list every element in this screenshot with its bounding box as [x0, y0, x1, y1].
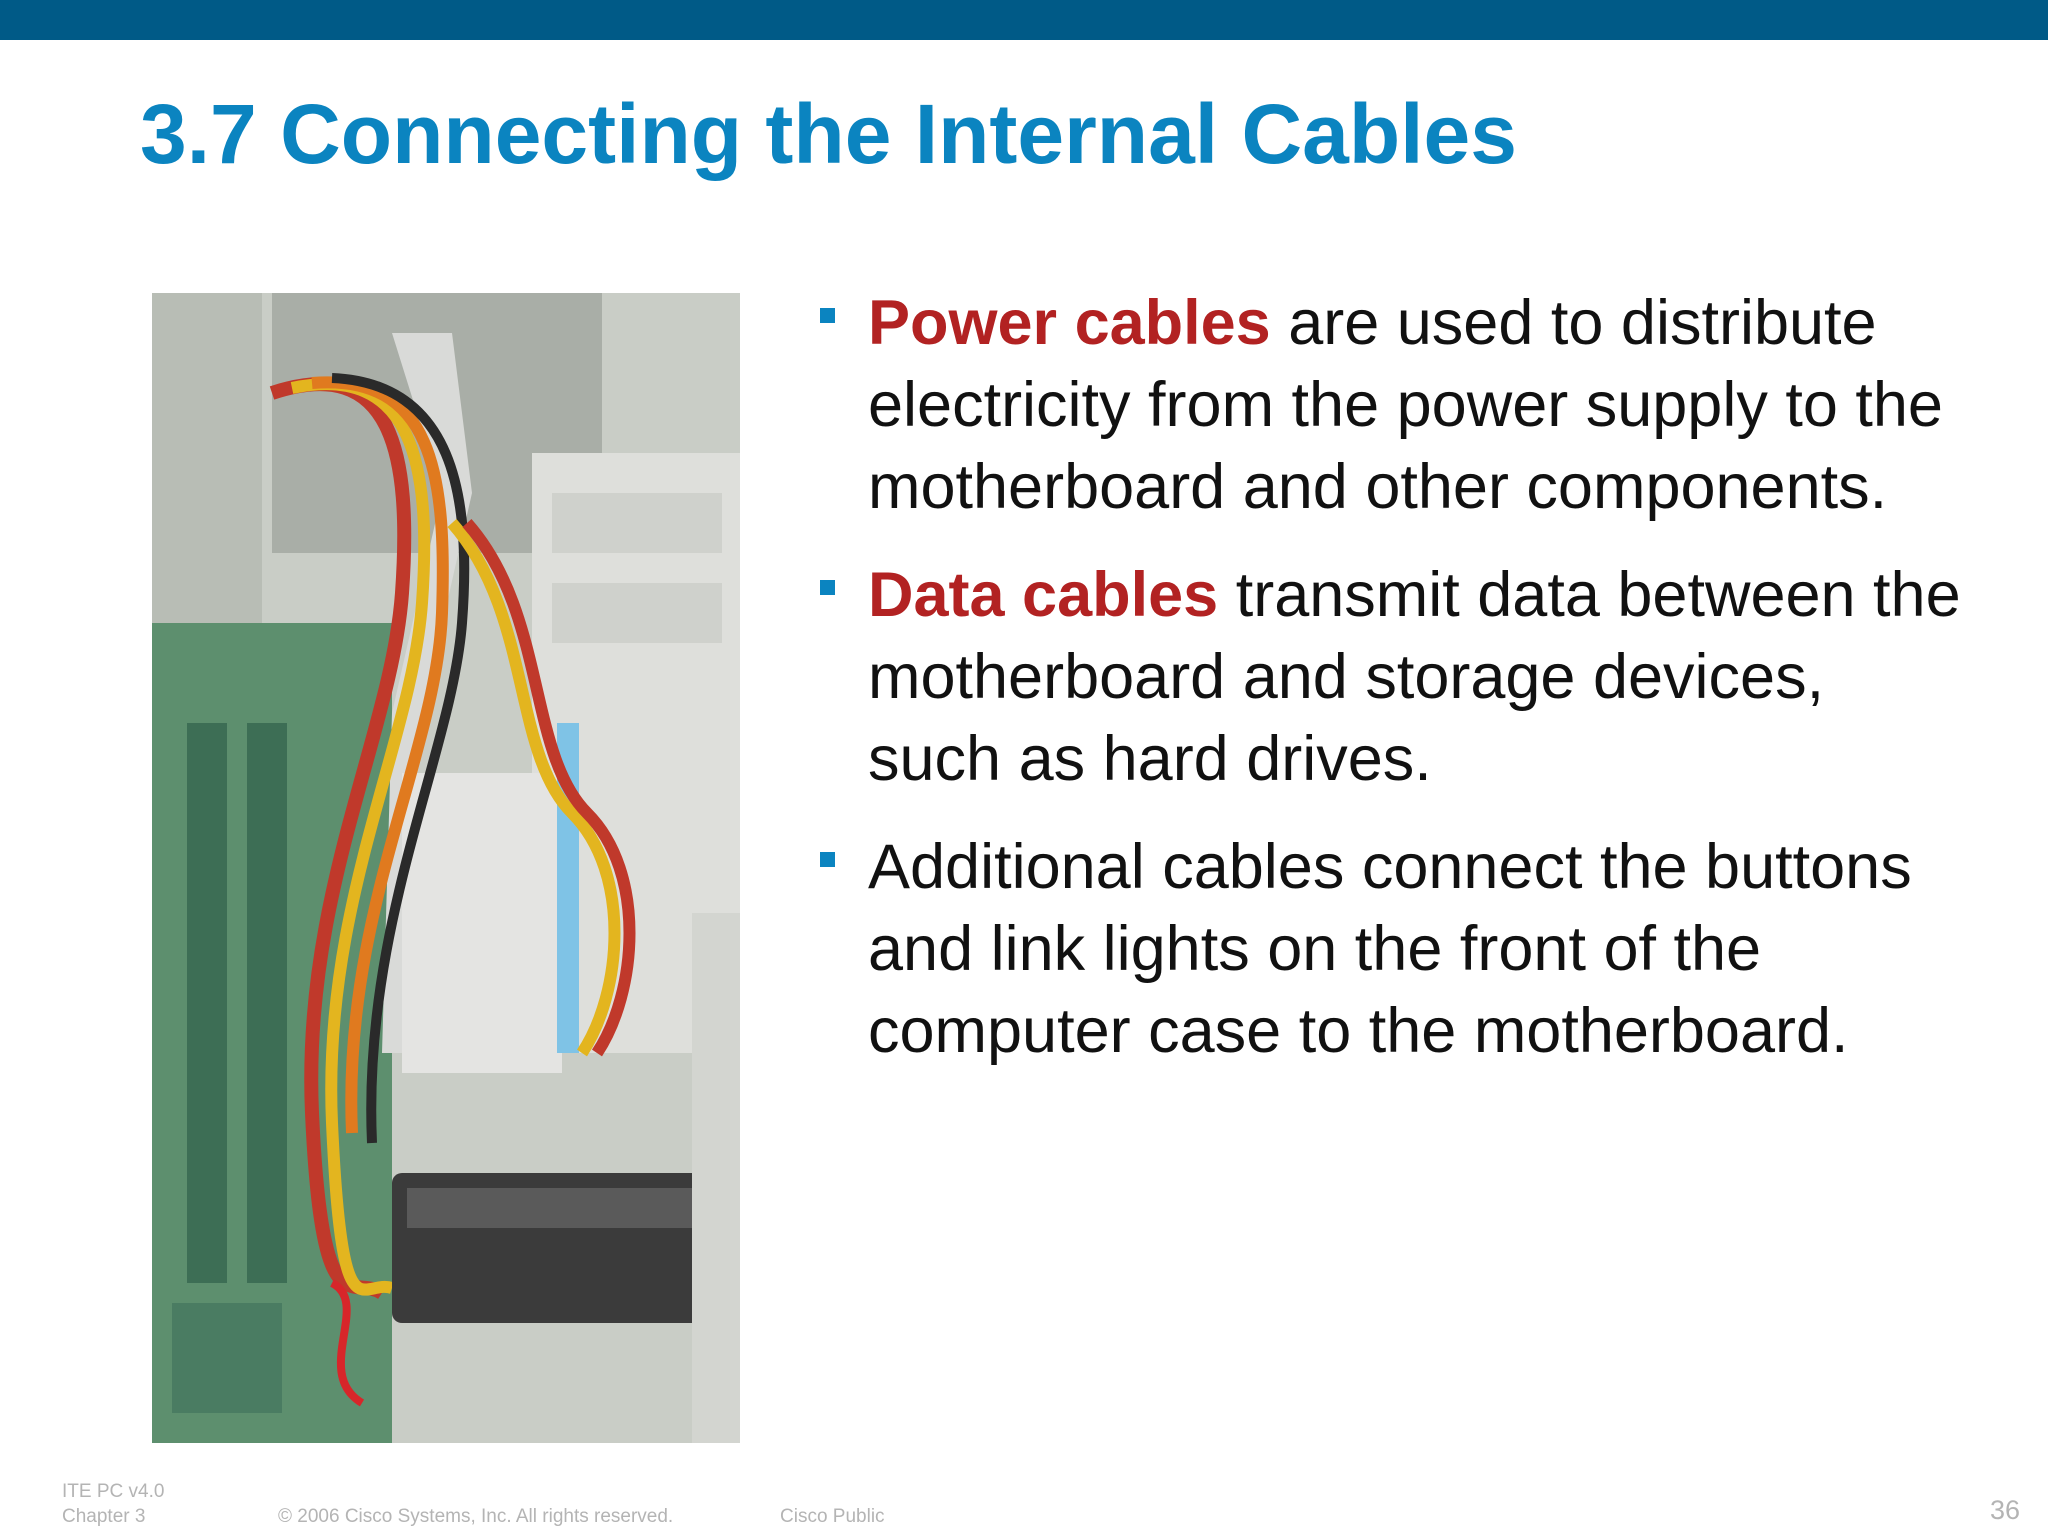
chipset [172, 1303, 282, 1413]
bullet-marker [820, 308, 835, 323]
slide-title: 3.7 Connecting the Internal Cables [140, 87, 1517, 181]
memory-slot-2 [247, 723, 287, 1283]
footer-copyright: © 2006 Cisco Systems, Inc. All rights re… [278, 1506, 674, 1527]
case-frame-right [692, 913, 740, 1443]
memory-slot-1 [187, 723, 227, 1283]
page-number: 36 [1990, 1495, 2021, 1525]
hard-drive-label [407, 1188, 707, 1228]
bullet-marker [820, 580, 835, 595]
internal-cables-photo [152, 293, 740, 1443]
drive-bay-slot-1 [552, 493, 722, 553]
drive-power-yellow [447, 519, 621, 1057]
bullet-keyword: Power cables [868, 288, 1271, 358]
footer-chapter: Chapter 3 [62, 1506, 146, 1527]
cables-illustration [152, 293, 740, 1443]
bullet-data-cables: Data cables transmit data between the mo… [818, 554, 1968, 800]
bullet-text: transmit data between the motherboard an… [868, 560, 1961, 794]
drive-bay-slot-2 [552, 583, 722, 643]
bullet-power-cables: Power cables are used to distribute elec… [818, 282, 1968, 528]
orange-wire [311, 376, 449, 1134]
red-wire [269, 377, 412, 1300]
black-wire [331, 373, 470, 1144]
bullet-list: Power cables are used to distribute elec… [818, 282, 1968, 1098]
drive-power-red [462, 519, 636, 1057]
bullet-marker [820, 852, 835, 867]
yellow-wire [290, 378, 431, 1296]
bullet-text: are used to distribute electricity from … [868, 288, 1943, 522]
ribbon-cable-connector [402, 773, 562, 1073]
bullet-text: Additional cables connect the buttons an… [868, 832, 1912, 1066]
top-bar [0, 0, 2048, 40]
front-panel-wire [329, 1279, 365, 1407]
ribbon-cable-upper [382, 333, 472, 1053]
bullet-additional-cables: Additional cables connect the buttons an… [818, 826, 1968, 1072]
footer-classification: Cisco Public [780, 1506, 885, 1527]
footer-course: ITE PC v4.0 [62, 1481, 165, 1502]
bullet-keyword: Data cables [868, 560, 1219, 630]
